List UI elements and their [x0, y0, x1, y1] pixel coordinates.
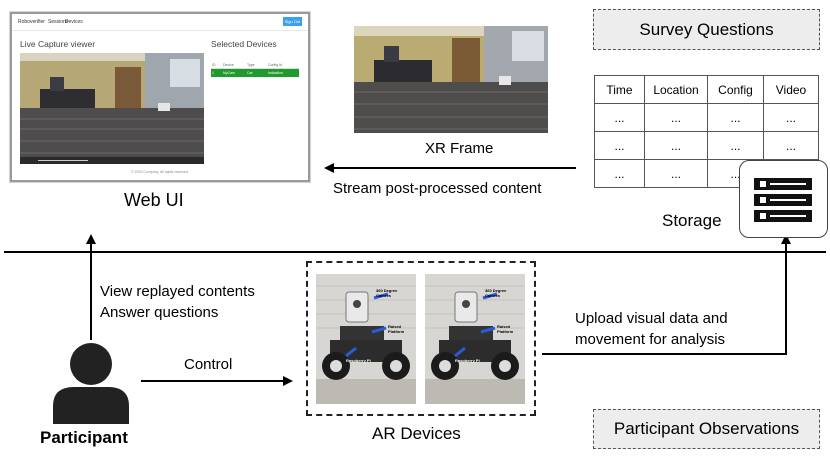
survey-questions-box: Survey Questions	[593, 9, 820, 50]
office-scene-image	[20, 53, 204, 157]
ar-device-photo: 360 Degree Camera Raised Platform Raspbe…	[316, 274, 416, 404]
ar-devices-label: AR Devices	[372, 424, 461, 443]
participant-observations-title: Participant Observations	[613, 419, 800, 438]
survey-cell: ...	[763, 103, 819, 132]
photo-label: 360 Degree Camera	[485, 288, 507, 298]
web-ui-screenshot: Roboverifier Sessions Devices Sign Out L…	[10, 12, 310, 182]
photo-label: Raspberry Pi	[455, 358, 480, 363]
web-ui-footer: © 2023 Company. All rights reserved.	[131, 170, 189, 174]
upload-label-line1: Upload visual data and	[575, 310, 728, 327]
devices-table-header: ID Device Type Config Id	[211, 61, 299, 69]
survey-cell: ...	[594, 103, 645, 132]
devices-col-header: Config Id	[268, 63, 283, 67]
device-cell: Indication	[268, 71, 283, 75]
survey-cell: ...	[594, 131, 645, 160]
stream-label: Stream post-processed content	[333, 180, 542, 197]
survey-col-header: Config	[707, 75, 764, 104]
photo-label: Raspberry Pi	[346, 358, 371, 363]
video-progress[interactable]	[38, 160, 88, 161]
survey-questions-title: Survey Questions	[639, 20, 774, 39]
participant-icon	[53, 343, 129, 424]
robot-car-image	[316, 274, 416, 404]
survey-cell: ...	[594, 159, 645, 188]
xr-frame-caption: XR Frame	[425, 140, 494, 157]
survey-col-header: Location	[644, 75, 708, 104]
device-cell: 1	[212, 71, 214, 75]
web-ui-nav-item[interactable]: Sessions	[48, 19, 69, 25]
ar-device-photo: 360 Degree Camera Raised Platform Raspbe…	[425, 274, 525, 404]
office-scene-image	[354, 26, 548, 133]
control-label: Control	[184, 356, 233, 373]
web-ui-caption: Web UI	[124, 190, 184, 210]
live-video[interactable]	[20, 53, 204, 157]
survey-cell: ...	[644, 131, 708, 160]
web-ui-navbar: Roboverifier Sessions Devices Sign Out	[12, 14, 308, 31]
web-ui-nav-button[interactable]: Sign Out	[283, 17, 302, 26]
participant-observations-box: Participant Observations	[593, 409, 820, 449]
survey-cell: ...	[644, 159, 708, 188]
live-capture-title: Live Capture viewer	[20, 39, 96, 49]
table-row: ... ... ... ...	[594, 131, 819, 160]
devices-col-header: Type	[247, 63, 255, 67]
survey-table-header-row: Time Location Config Video	[594, 75, 819, 104]
device-cell: MyCam	[223, 71, 236, 75]
devices-table-row[interactable]: 1 MyCam Car Indication	[211, 69, 299, 77]
xr-frame-image	[354, 26, 548, 133]
devices-col-header: ID	[212, 63, 216, 67]
survey-cell: ...	[707, 103, 764, 132]
view-label-line1: View replayed contents	[100, 283, 255, 300]
devices-col-header: Device	[223, 63, 234, 67]
upload-label-line2: movement for analysis	[575, 331, 726, 348]
storage-box	[739, 160, 828, 238]
table-row: ... ... ... ...	[594, 103, 819, 132]
ar-devices-box: 360 Degree Camera Raised Platform Raspbe…	[306, 261, 536, 416]
survey-cell: ...	[763, 131, 819, 160]
photo-label: Raised Platform	[497, 324, 514, 334]
photo-label: Raised Platform	[388, 324, 405, 334]
survey-cell: ...	[707, 131, 764, 160]
photo-label: 360 Degree Camera	[376, 288, 398, 298]
video-controls[interactable]	[20, 157, 204, 164]
web-ui-nav-item[interactable]: Devices	[65, 19, 83, 25]
survey-cell: ...	[644, 103, 708, 132]
selected-devices-title: Selected Devices	[211, 39, 277, 49]
robot-car-image	[425, 274, 525, 404]
server-icon	[754, 178, 812, 222]
survey-col-header: Video	[763, 75, 819, 104]
survey-col-header: Time	[594, 75, 645, 104]
web-ui-brand: Roboverifier	[18, 19, 45, 25]
device-cell: Car	[247, 71, 253, 75]
storage-label: Storage	[662, 211, 722, 230]
upload-arrow	[542, 234, 791, 355]
view-label-line2: Answer questions	[100, 304, 219, 321]
participant-label: Participant	[40, 428, 128, 447]
